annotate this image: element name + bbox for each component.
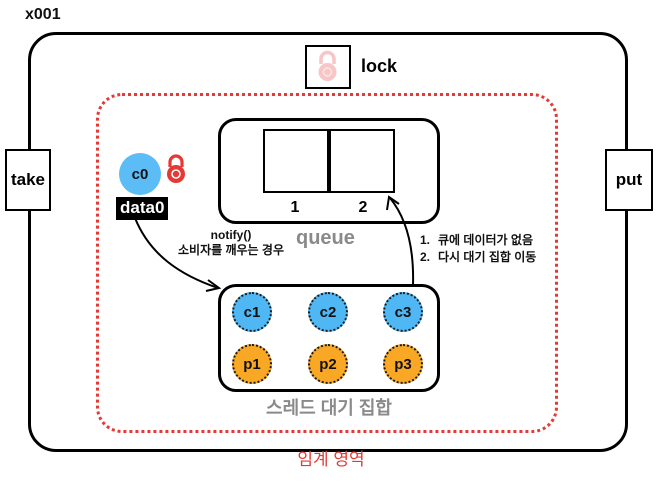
consumer-thread: c2 [308, 292, 348, 332]
object-label: x001 [25, 6, 61, 23]
queue-container [218, 118, 440, 224]
step-item: 1. 큐에 데이터가 없음 [420, 232, 536, 249]
thread-name: p3 [394, 355, 412, 373]
producer-thread: p3 [383, 344, 423, 384]
producer-thread: p1 [232, 344, 272, 384]
thread-wait-set [218, 284, 440, 392]
consumer-thread: c3 [383, 292, 423, 332]
step-text: 다시 대기 집합 이동 [438, 250, 537, 264]
wait-set-label: 스레드 대기 집합 [266, 398, 392, 418]
queue-slot-index: 2 [358, 199, 368, 216]
thread-name: p2 [319, 355, 337, 373]
producer-thread: p2 [308, 344, 348, 384]
lock-label: lock [361, 56, 398, 76]
step-number: 1. [420, 233, 431, 247]
lock-box [305, 45, 351, 89]
step-number: 2. [420, 250, 431, 264]
queue-slot [329, 129, 395, 193]
consumer-thread: c1 [232, 292, 272, 332]
thread-name: c0 [131, 165, 149, 183]
steps-annotation: 1. 큐에 데이터가 없음 2. 다시 대기 집합 이동 [420, 232, 536, 266]
padlock-icon [318, 50, 337, 81]
queue-slot [263, 129, 329, 193]
queue-label: queue [296, 227, 355, 249]
notify-annotation: notify() 소비자를 깨우는 경우 [172, 228, 290, 258]
take-method-box: take [5, 149, 51, 211]
critical-section-boundary [96, 93, 558, 433]
put-label: put [615, 170, 643, 189]
notify-call: notify() [210, 228, 252, 242]
queue-slot-index: 1 [290, 199, 300, 216]
take-label: take [10, 170, 46, 189]
step-item: 2. 다시 대기 집합 이동 [420, 249, 536, 266]
notify-description: 소비자를 깨우는 경우 [177, 243, 285, 257]
thread-name: c2 [319, 303, 337, 321]
thread-name: c3 [394, 303, 412, 321]
step-text: 큐에 데이터가 없음 [438, 233, 533, 247]
data-item: data0 [116, 197, 169, 220]
thread-name: c1 [243, 303, 261, 321]
put-method-box: put [605, 149, 653, 211]
critical-section-label: 임계 영역 [297, 450, 365, 469]
object-instance-box [28, 32, 628, 452]
thread-name: p1 [243, 355, 261, 373]
running-thread-c0: c0 [119, 153, 161, 195]
